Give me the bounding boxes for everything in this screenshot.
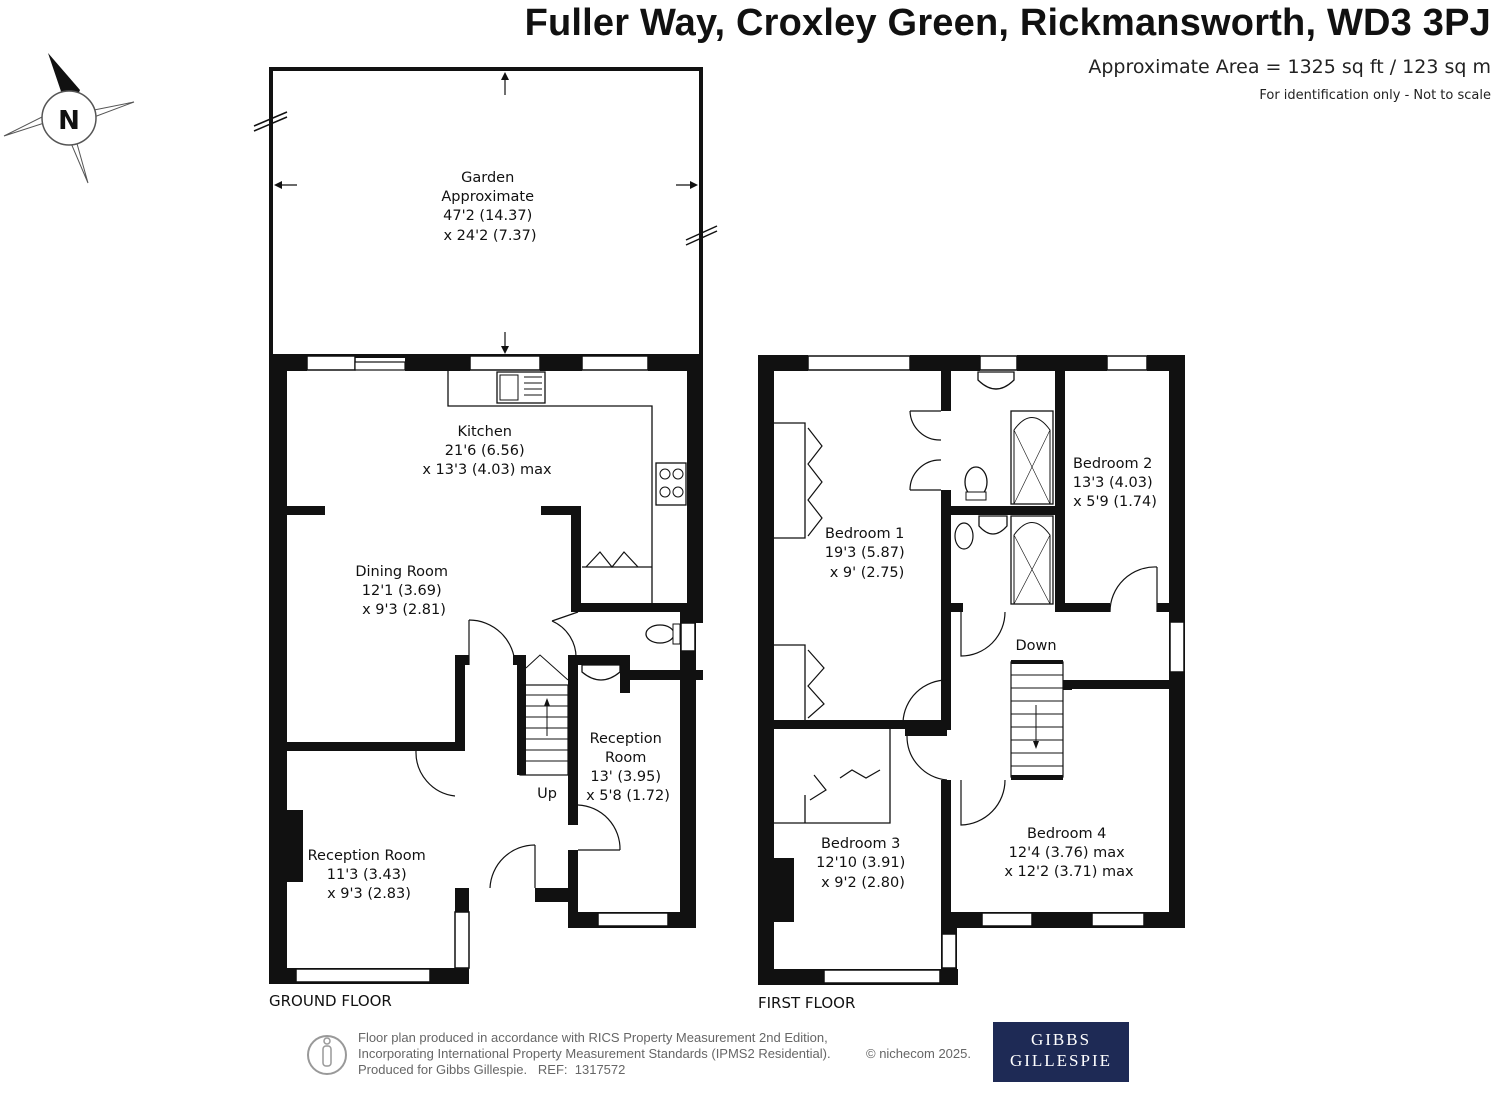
compass-icon: N — [3, 53, 135, 184]
bedroom-4-label: Bedroom 4 12'4 (3.76) max x 12'2 (3.71) … — [1004, 826, 1134, 880]
compass-letter: N — [58, 106, 80, 136]
approximate-area: Approximate Area = 1325 sq ft / 123 sq m — [1088, 56, 1491, 78]
scale-disclaimer: For identification only - Not to scale — [1259, 88, 1491, 103]
stairs-up-label: Up — [537, 786, 557, 802]
agency-logo: GIBBS GILLESPIE — [993, 1022, 1129, 1082]
first-floor-label: FIRST FLOOR — [758, 994, 855, 1012]
reception-room-small-label: Reception Room 13' (3.95) x 5'8 (1.72) — [586, 731, 670, 804]
footer-notes: Floor plan produced in accordance with R… — [358, 1030, 831, 1078]
person-icon — [307, 1035, 347, 1075]
stairs-down-label: Down — [1015, 638, 1056, 654]
dining-room-label: Dining Room 12'1 (3.69) x 9'3 (2.81) — [355, 564, 452, 618]
kitchen-label: Kitchen 21'6 (6.56) x 13'3 (4.03) max — [422, 424, 552, 478]
footer-line-1: Floor plan produced in accordance with R… — [358, 1030, 828, 1045]
footer-line-2: Incorporating International Property Mea… — [358, 1046, 831, 1061]
garden-label: Garden Approximate 47'2 (14.37) x 24'2 (… — [441, 170, 538, 244]
footer-line-3: Produced for Gibbs Gillespie. REF: 13175… — [358, 1062, 626, 1077]
ground-floor-label: GROUND FLOOR — [269, 992, 392, 1010]
logo-line-2: GILLESPIE — [1009, 1051, 1113, 1070]
logo-line-1: GIBBS — [1030, 1030, 1092, 1049]
copyright-text: © nichecom 2025. — [866, 1046, 971, 1061]
first-floor-walls — [758, 355, 1185, 985]
bedroom-1-label: Bedroom 1 19'3 (5.87) x 9' (2.75) — [825, 526, 909, 581]
reception-room-main-label: Reception Room 11'3 (3.43) x 9'3 (2.83) — [308, 848, 431, 902]
ground-floor-walls — [269, 355, 703, 984]
property-address-title: Fuller Way, Croxley Green, Rickmansworth… — [524, 2, 1491, 44]
bedroom-3-label: Bedroom 3 12'10 (3.91) x 9'2 (2.80) — [816, 836, 910, 891]
bedroom-2-label: Bedroom 2 13'3 (4.03) x 5'9 (1.74) — [1073, 456, 1157, 510]
